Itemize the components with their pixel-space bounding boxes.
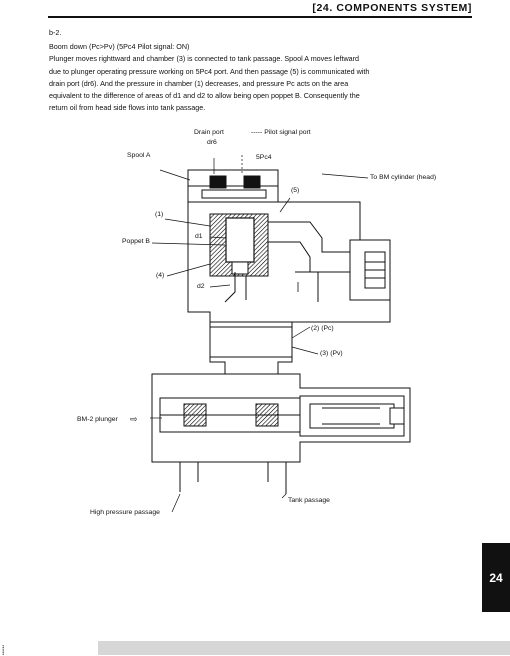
- section-heading: Boom down (Pc>Pv) (5Pc4 Pilot signal: ON…: [49, 42, 190, 52]
- label-d2: d2: [197, 283, 205, 290]
- label-5pc4: 5Pc4: [256, 154, 272, 161]
- label-chamber-1: (1): [155, 211, 164, 218]
- label-high-pressure-passage: High pressure passage: [90, 509, 160, 516]
- corner-mark: ⸽: [2, 645, 5, 655]
- neck: [209, 322, 293, 374]
- label-passage-2-pc: (2) (Pc): [311, 325, 334, 332]
- label-to-bm-cylinder: To BM cylinder (head): [370, 174, 437, 181]
- label-passage-5: (5): [291, 187, 300, 194]
- label-chamber-4: (4): [156, 272, 165, 279]
- label-dr6: dr6: [207, 139, 217, 146]
- label-tank-passage: Tank passage: [288, 497, 330, 504]
- label-poppet-b: Poppet B: [122, 238, 150, 245]
- paragraph-line: equivalent to the difference of areas of…: [49, 91, 360, 101]
- header-rule: [48, 16, 472, 18]
- label-spool-a: Spool A: [127, 152, 151, 159]
- page-header: [24. COMPONENTS SYSTEM]: [312, 2, 472, 14]
- label-d1: d1: [195, 233, 203, 240]
- arrow-icon: ⇨: [130, 414, 138, 424]
- chapter-tab: 24: [482, 543, 510, 612]
- section-number: b-2.: [49, 28, 62, 37]
- paragraph-line: due to plunger operating pressure workin…: [49, 66, 370, 76]
- paragraph-line: drain port (dr6). And the pressure in ch…: [49, 78, 349, 88]
- label-passage-3-pv: (3) (Pv): [320, 350, 343, 357]
- label-bm2-plunger: BM-2 plunger: [77, 416, 118, 423]
- label-pilot-signal-port: ----- Pilot signal port: [251, 129, 311, 136]
- body-text: b-2. Boom down (Pc>Pv) (5Pc4 Pilot signa…: [49, 27, 469, 114]
- poppet-b: [225, 217, 255, 263]
- paragraph-line: return oil from head side flows into tan…: [49, 103, 206, 113]
- bottom-scrollbar[interactable]: [98, 641, 510, 655]
- valve-diagram: [150, 155, 411, 513]
- label-drain-port: Drain port: [194, 129, 224, 136]
- paragraph-line: Plunger moves righttward and chamber (3)…: [49, 54, 360, 64]
